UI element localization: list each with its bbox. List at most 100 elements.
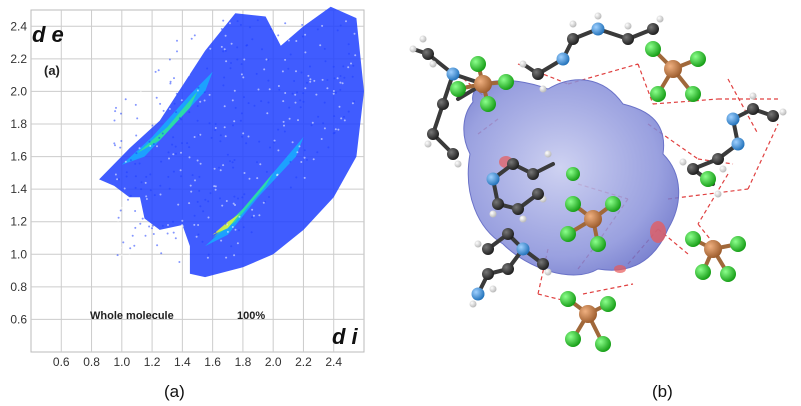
fingerprint-point bbox=[116, 178, 119, 181]
fingerprint-point bbox=[341, 82, 344, 85]
fingerprint-point bbox=[186, 45, 189, 48]
metal-atoms bbox=[474, 60, 722, 323]
bonds bbox=[411, 27, 775, 296]
fingerprint-point bbox=[195, 235, 198, 238]
fingerprint-point bbox=[206, 67, 209, 70]
fingerprint-point bbox=[161, 132, 164, 135]
fingerprint-point bbox=[236, 58, 239, 61]
fingerprint-point bbox=[268, 88, 271, 91]
fingerprint-point bbox=[289, 53, 292, 56]
fingerprint-point bbox=[273, 141, 276, 144]
fingerprint-point bbox=[168, 157, 170, 160]
fingerprint-point bbox=[117, 216, 120, 219]
fingerprint-point bbox=[149, 145, 152, 147]
fingerprint-point bbox=[277, 128, 280, 131]
fingerprint-point bbox=[196, 200, 199, 203]
fingerprint-point bbox=[322, 122, 325, 125]
fingerprint-point bbox=[284, 26, 287, 29]
fingerprint-point bbox=[301, 35, 304, 38]
y-tick-label: 2.0 bbox=[10, 84, 27, 98]
close-contact-spot bbox=[614, 265, 626, 273]
fingerprint-point bbox=[229, 22, 231, 25]
fingerprint-point bbox=[354, 54, 357, 57]
fingerprint-point bbox=[293, 80, 296, 82]
fingerprint-point bbox=[214, 231, 217, 234]
fingerprint-point bbox=[343, 119, 346, 122]
fingerprint-point bbox=[175, 111, 178, 114]
fingerprint-point bbox=[207, 253, 210, 256]
fingerprint-point bbox=[311, 121, 314, 124]
y-tick-label: 1.6 bbox=[10, 150, 27, 164]
fingerprint-point bbox=[282, 120, 285, 123]
fingerprint-envelope bbox=[99, 6, 364, 278]
fingerprint-point bbox=[151, 224, 154, 227]
fingerprint-point bbox=[202, 210, 205, 213]
fingerprint-point bbox=[138, 246, 141, 248]
fingerprint-point bbox=[347, 43, 350, 46]
fingerprint-point bbox=[159, 184, 162, 187]
fingerprint-point bbox=[155, 249, 158, 252]
y-tick-label: 2.4 bbox=[10, 19, 27, 33]
fingerprint-point bbox=[116, 119, 118, 122]
fingerprint-point bbox=[113, 142, 116, 145]
fingerprint-point bbox=[327, 146, 330, 149]
fingerprint-point bbox=[284, 58, 287, 61]
fingerprint-point bbox=[291, 92, 294, 95]
fingerprint-point bbox=[129, 194, 132, 197]
metal-bonds bbox=[456, 47, 740, 346]
fingerprint-point bbox=[342, 65, 345, 68]
fingerprint-point bbox=[336, 77, 339, 80]
fingerprint-point bbox=[159, 102, 162, 105]
fingerprint-point bbox=[166, 232, 169, 235]
fingerprint-point bbox=[223, 105, 226, 108]
fingerprint-point bbox=[219, 197, 221, 200]
fingerprint-point bbox=[176, 50, 178, 53]
fingerprint-point bbox=[300, 71, 303, 74]
fingerprint-point bbox=[303, 176, 306, 179]
fingerprint-point bbox=[309, 80, 312, 83]
y-tick-label: 0.8 bbox=[10, 280, 27, 294]
fingerprint-point bbox=[236, 20, 239, 23]
x-tick-label: 2.4 bbox=[325, 355, 342, 369]
fingerprint-point bbox=[243, 172, 246, 174]
fingerprint-point bbox=[291, 141, 294, 144]
fingerprint-point bbox=[149, 189, 152, 192]
fingerprint-point bbox=[301, 23, 304, 26]
fingerprint-point bbox=[226, 223, 228, 226]
fingerprint-point bbox=[138, 147, 141, 150]
fingerprint-point bbox=[114, 173, 117, 176]
fingerprint-point bbox=[181, 142, 183, 145]
fingerprint-point bbox=[302, 92, 305, 95]
fingerprint-point bbox=[267, 101, 270, 104]
fingerprint-point bbox=[315, 93, 318, 96]
fingerprint-point bbox=[223, 126, 226, 129]
fingerprint-point bbox=[288, 117, 291, 120]
fingerprint-point bbox=[339, 88, 342, 91]
fingerprint-point bbox=[151, 227, 153, 230]
fingerprint-point bbox=[277, 85, 280, 87]
fingerprint-point bbox=[240, 112, 243, 115]
fingerprint-point bbox=[332, 90, 335, 92]
fingerprint-point bbox=[243, 96, 245, 99]
fingerprint-point bbox=[326, 79, 329, 81]
fingerprint-point bbox=[296, 151, 299, 154]
fingerprint-point bbox=[176, 39, 178, 42]
fingerprint-point bbox=[201, 240, 204, 243]
fingerprint-point bbox=[345, 20, 347, 23]
fingerprint-point bbox=[139, 222, 142, 225]
nitrogen-atoms bbox=[446, 22, 745, 301]
fingerprint-point bbox=[220, 239, 223, 242]
fingerprint-point bbox=[119, 246, 122, 249]
fingerprint-point bbox=[303, 149, 306, 152]
hydrogen-atoms bbox=[409, 12, 787, 308]
fingerprint-point bbox=[143, 257, 146, 260]
fingerprint-point bbox=[245, 142, 248, 145]
fingerprint-point bbox=[255, 72, 258, 75]
fingerprint-point bbox=[259, 163, 262, 166]
fingerprint-point bbox=[152, 233, 155, 235]
fingerprint-point bbox=[304, 33, 307, 36]
fingerprint-point bbox=[238, 215, 241, 218]
fingerprint-point bbox=[145, 195, 148, 198]
fingerprint-point bbox=[304, 51, 307, 54]
